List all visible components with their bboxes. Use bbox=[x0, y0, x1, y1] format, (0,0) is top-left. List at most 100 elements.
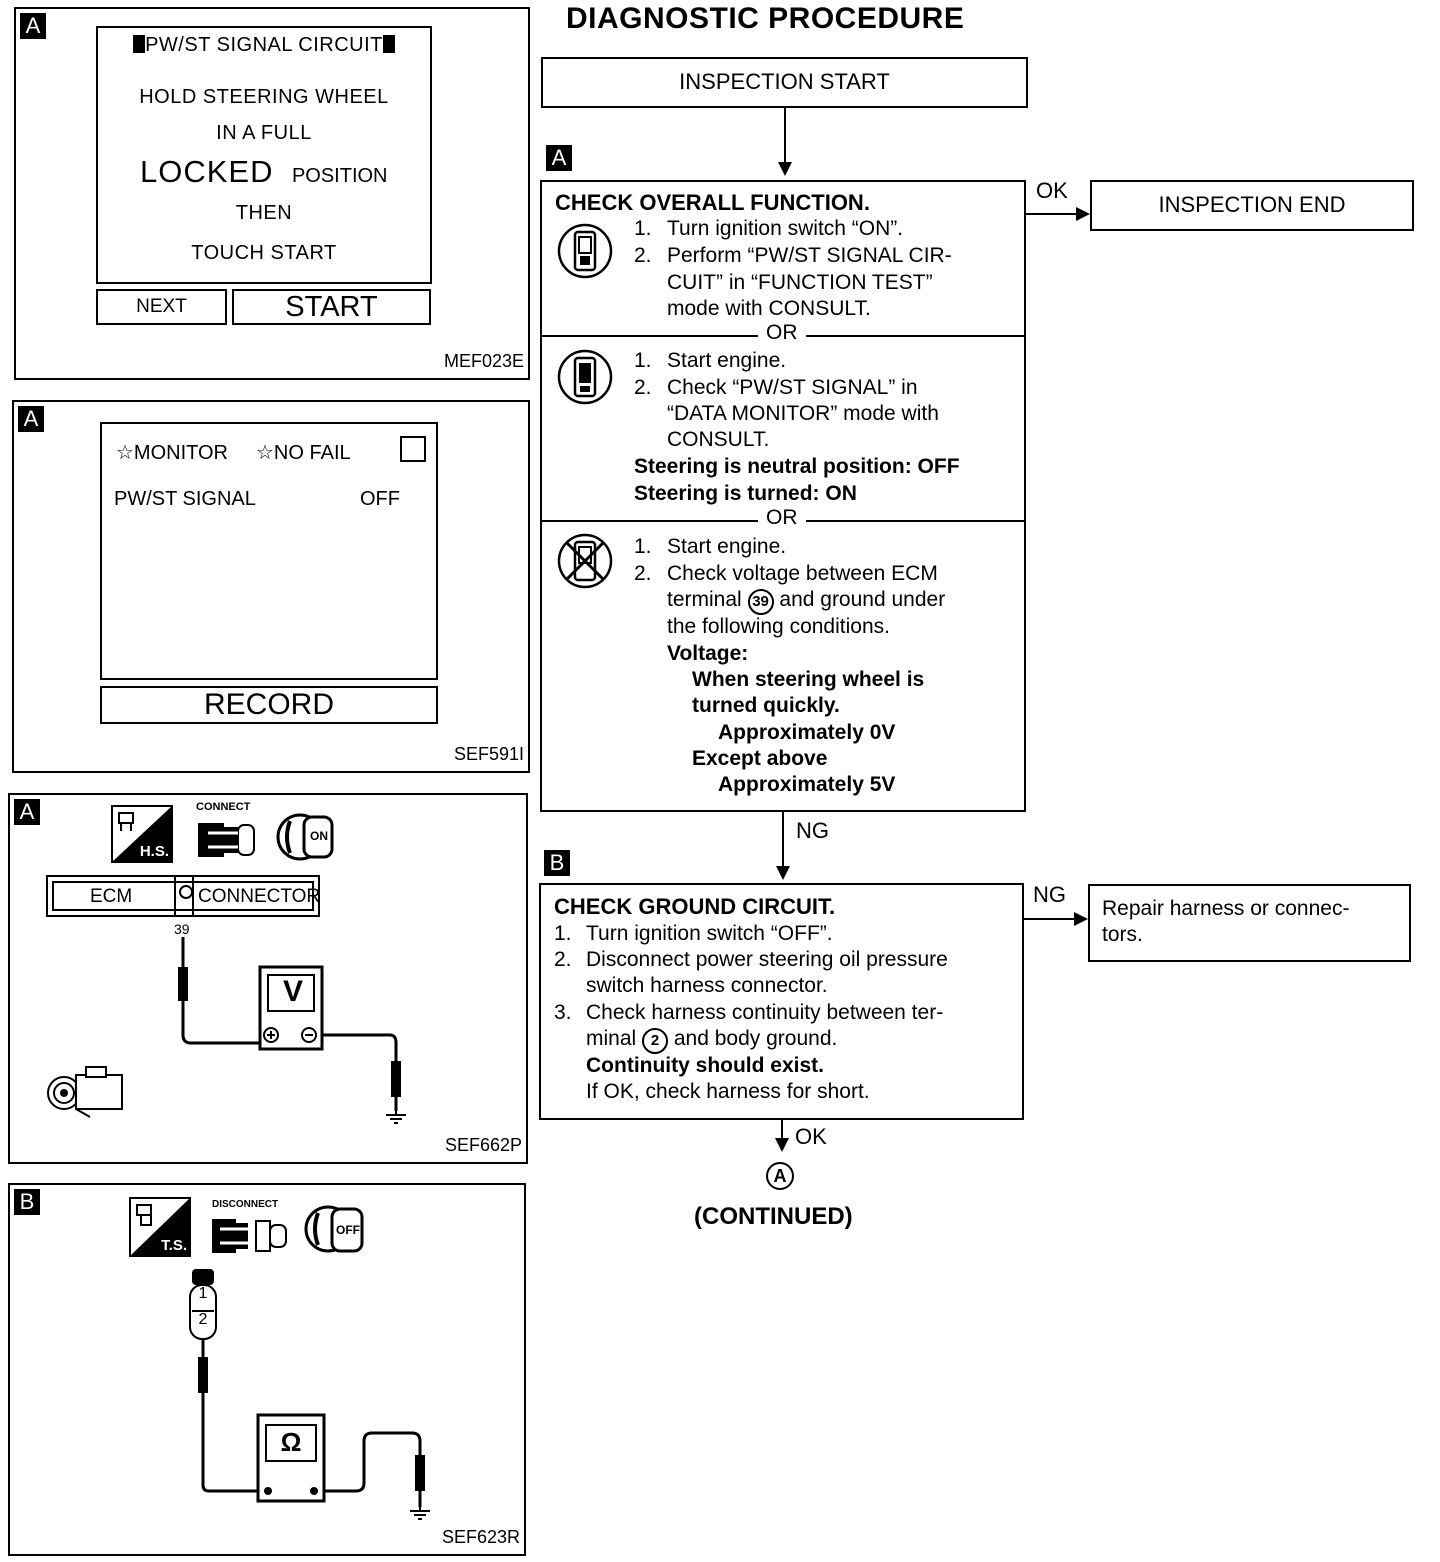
terminal-number: 39 bbox=[174, 921, 190, 937]
consult-monitor-icon bbox=[556, 348, 614, 406]
disconnect-label: DISCONNECT bbox=[212, 1199, 279, 1210]
no-consult-icon bbox=[556, 532, 614, 590]
instruction-text: and body ground. bbox=[673, 1027, 838, 1050]
instruction-text: CUIT” in “FUNCTION TEST” bbox=[667, 271, 933, 294]
inspection-end-label: INSPECTION END bbox=[1158, 192, 1346, 217]
record-button[interactable]: RECORD bbox=[100, 686, 438, 724]
hs-label: H.S. bbox=[139, 843, 169, 860]
instruction-text: Check harness continuity between ter- bbox=[586, 1001, 944, 1024]
ng-label: NG bbox=[796, 818, 829, 843]
instruction-text: “DATA MONITOR” mode with bbox=[667, 402, 939, 425]
voltmeter-wiring bbox=[178, 937, 406, 1124]
instruction-text: Check voltage between ECM bbox=[667, 562, 938, 585]
voltmeter-label: V bbox=[282, 975, 303, 1008]
repair-harness-box: Repair harness or connec- tors. bbox=[1088, 884, 1411, 962]
spec-text: turned quickly. bbox=[692, 694, 840, 717]
ground-continuity-panel: B T.S. DISCONNECT OFF bbox=[8, 1183, 526, 1556]
repair-text: tors. bbox=[1102, 923, 1143, 946]
flow-connector bbox=[1026, 213, 1078, 215]
flow-arrow bbox=[776, 866, 790, 880]
next-button[interactable]: NEXT bbox=[96, 289, 227, 325]
ng-label: NG bbox=[1033, 882, 1066, 907]
screen-title: PW/ST SIGNAL CIRCUIT bbox=[145, 34, 383, 56]
instruction-text: Turn ignition switch “ON”. bbox=[667, 217, 904, 240]
step-number: 2. bbox=[634, 562, 652, 585]
instruction-text: minal bbox=[586, 1027, 637, 1050]
instruction-text-terminal: minal 2 and body ground. bbox=[586, 1026, 837, 1054]
step-a-tag: A bbox=[546, 145, 572, 171]
terminal-39-marker: 39 bbox=[747, 589, 774, 615]
or-label: OR bbox=[758, 506, 806, 530]
no-fail-label: ☆NO FAIL bbox=[256, 442, 351, 464]
spec-text: Steering is neutral position: OFF bbox=[634, 455, 960, 478]
ignition-key-off-icon: OFF bbox=[302, 1199, 368, 1257]
flow-connector bbox=[782, 812, 784, 868]
panel-tag: A bbox=[20, 13, 46, 39]
ohmmeter-wiring bbox=[189, 1269, 430, 1520]
check-ground-circuit-box: CHECK GROUND CIRCUIT. 1. Turn ignition s… bbox=[539, 883, 1024, 1120]
spec-text: Voltage: bbox=[667, 642, 749, 665]
ignition-key-on-icon: ON bbox=[274, 809, 338, 865]
ts-label: T.S. bbox=[161, 1237, 187, 1254]
flow-connector bbox=[781, 1120, 783, 1140]
consult-screen: PW/ST SIGNAL CIRCUIT HOLD STEERING WHEEL… bbox=[96, 26, 432, 284]
step-b-tag: B bbox=[544, 850, 570, 876]
check-overall-function-box: CHECK OVERALL FUNCTION. 1. Turn ignition… bbox=[540, 180, 1026, 812]
ecm-label: ECM bbox=[90, 886, 133, 907]
instruction-line-4: THEN bbox=[235, 202, 293, 224]
start-button[interactable]: START bbox=[232, 289, 431, 325]
terminal-side-icon: T.S. bbox=[129, 1197, 191, 1257]
step-number: 3. bbox=[554, 1001, 572, 1024]
harness-side-icon: H.S. bbox=[111, 805, 173, 863]
instruction-text: Check “PW/ST SIGNAL” in bbox=[667, 376, 918, 399]
inspection-start-label: INSPECTION START bbox=[679, 69, 890, 94]
figure-reference: SEF591I bbox=[453, 744, 524, 764]
ok-label: OK bbox=[1036, 178, 1068, 203]
spec-text: Continuity should exist. bbox=[586, 1054, 825, 1077]
connector-disconnect-icon bbox=[210, 1213, 290, 1259]
instruction-text: Disconnect power steering oil pressure bbox=[586, 948, 948, 971]
instruction-text: switch harness connector. bbox=[586, 974, 828, 997]
ohmmeter-label: Ω bbox=[280, 1427, 302, 1457]
off-label: OFF bbox=[336, 1223, 360, 1237]
step-number: 2. bbox=[634, 244, 652, 267]
inspection-end-box: INSPECTION END bbox=[1090, 180, 1414, 231]
consult-data-monitor-panel: A ☆MONITOR ☆NO FAIL PW/ST SIGNAL OFF REC… bbox=[12, 400, 530, 773]
pin-1-label: 1 bbox=[198, 1285, 208, 1302]
step-b-title: CHECK GROUND CIRCUIT. bbox=[554, 894, 836, 919]
terminal-39-pin bbox=[174, 877, 194, 915]
spec-text: Steering is turned: ON bbox=[634, 482, 857, 505]
continued-label: (CONTINUED) bbox=[694, 1203, 853, 1230]
instruction-line-3: LOCKED POSITION bbox=[140, 154, 420, 190]
consult-function-test-panel: A PW/ST SIGNAL CIRCUIT HOLD STEERING WHE… bbox=[14, 7, 530, 380]
instruction-text: Perform “PW/ST SIGNAL CIR- bbox=[667, 244, 952, 267]
on-label: ON bbox=[310, 829, 328, 843]
figure-reference: MEF023E bbox=[443, 351, 524, 371]
connector-connect-icon bbox=[194, 817, 258, 863]
panel-tag: A bbox=[14, 799, 40, 825]
instruction-text: If OK, check harness for short. bbox=[586, 1080, 870, 1103]
spec-text: Approximately 5V bbox=[718, 773, 896, 796]
instruction-line-2: IN A FULL bbox=[216, 122, 312, 144]
position-word: POSITION bbox=[291, 165, 388, 187]
instruction-text: CONSULT. bbox=[667, 428, 770, 451]
spec-text: When steering wheel is bbox=[692, 668, 925, 691]
pwst-signal-value: OFF bbox=[360, 488, 400, 510]
instruction-line-5: TOUCH START bbox=[191, 242, 337, 264]
flow-arrow bbox=[778, 162, 792, 176]
instruction-text: the following conditions. bbox=[667, 615, 890, 638]
step-number: 1. bbox=[554, 922, 572, 945]
step-a-title: CHECK OVERALL FUNCTION. bbox=[555, 190, 870, 215]
inspection-start-box: INSPECTION START bbox=[541, 57, 1028, 108]
instruction-text: Turn ignition switch “OFF”. bbox=[586, 922, 833, 945]
spec-text: Except above bbox=[692, 747, 828, 770]
flow-connector bbox=[1024, 918, 1076, 920]
monitor-checkbox[interactable] bbox=[400, 436, 426, 462]
instruction-text: Start engine. bbox=[667, 349, 787, 372]
continued-marker-letter: A bbox=[773, 1166, 787, 1186]
step-number: 1. bbox=[634, 349, 652, 372]
continued-marker: A bbox=[766, 1162, 794, 1190]
flow-connector bbox=[784, 108, 786, 164]
page-title: DIAGNOSTIC PROCEDURE bbox=[566, 2, 965, 35]
figure-reference: SEF662P bbox=[444, 1135, 522, 1155]
